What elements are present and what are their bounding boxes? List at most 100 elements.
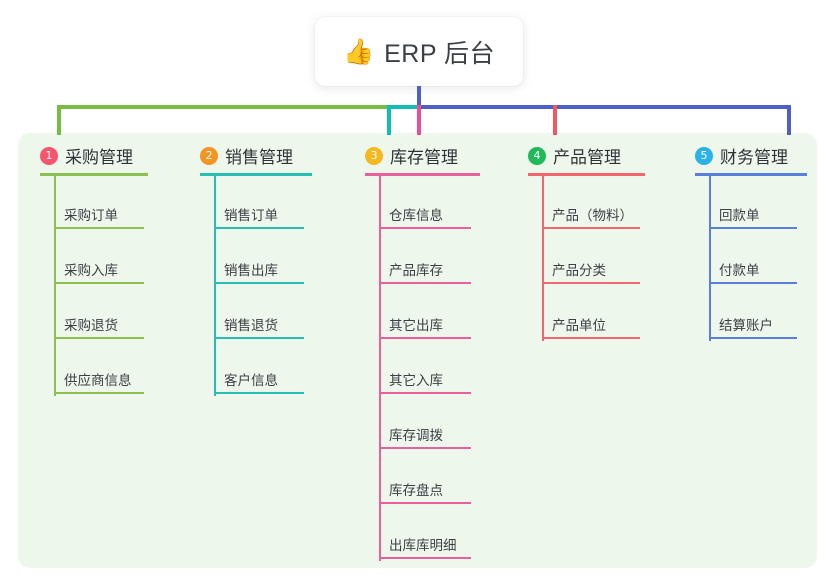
leaf-item[interactable]: 产品单位 bbox=[528, 313, 646, 339]
leaf-item[interactable]: 库存调拨 bbox=[365, 423, 477, 449]
branch-spine-5 bbox=[709, 173, 711, 341]
branch-badge-5: 5 bbox=[695, 146, 713, 165]
leaf-item[interactable]: 销售订单 bbox=[200, 203, 310, 229]
branch-badge-3: 3 bbox=[365, 146, 383, 165]
branch-spine-1 bbox=[54, 173, 56, 396]
leaf-item-label: 产品库存 bbox=[389, 263, 443, 278]
branch-title-4: 产品管理 bbox=[553, 148, 621, 167]
branch-header-1[interactable]: 1 采购管理 bbox=[40, 143, 133, 168]
leaf-item-rule bbox=[379, 282, 471, 284]
leaf-item-rule bbox=[709, 337, 797, 339]
leaf-item-label: 库存盘点 bbox=[389, 483, 443, 498]
branch-header-rule-4 bbox=[528, 173, 645, 176]
leaf-item-label: 产品分类 bbox=[552, 263, 606, 278]
leaf-item-label: 其它出库 bbox=[389, 318, 443, 333]
branch-spine-3 bbox=[379, 173, 381, 561]
branch-header-rule-3 bbox=[365, 173, 480, 176]
branch-header-rule-2 bbox=[200, 173, 312, 176]
branch-title-1: 采购管理 bbox=[65, 148, 133, 167]
leaf-item[interactable]: 产品分类 bbox=[528, 258, 646, 284]
leaf-item-rule bbox=[709, 282, 797, 284]
leaf-item-label: 库存调拨 bbox=[389, 428, 443, 443]
leaf-item-label: 其它入库 bbox=[389, 373, 443, 388]
leaf-item-label: 付款单 bbox=[719, 263, 760, 278]
leaf-item-label: 仓库信息 bbox=[389, 208, 443, 223]
leaf-item[interactable]: 付款单 bbox=[695, 258, 803, 284]
leaf-item[interactable]: 销售出库 bbox=[200, 258, 310, 284]
connector-stub-2 bbox=[387, 105, 391, 135]
leaf-item-rule bbox=[379, 392, 471, 394]
branch-spine-2 bbox=[214, 173, 216, 396]
leaf-item[interactable]: 库存盘点 bbox=[365, 478, 477, 504]
leaf-item-rule bbox=[709, 227, 797, 229]
leaf-item[interactable]: 结算账户 bbox=[695, 313, 803, 339]
leaf-item-rule bbox=[54, 337, 144, 339]
branch-badge-4: 4 bbox=[528, 146, 546, 165]
leaf-item[interactable]: 产品（物料） bbox=[528, 203, 646, 229]
branch-title-3: 库存管理 bbox=[390, 148, 458, 167]
leaf-item-rule bbox=[214, 227, 304, 229]
branches-panel bbox=[18, 133, 817, 568]
branch-spine-4 bbox=[542, 173, 544, 341]
leaf-item[interactable]: 仓库信息 bbox=[365, 203, 477, 229]
leaf-item-rule bbox=[542, 282, 640, 284]
leaf-item[interactable]: 供应商信息 bbox=[40, 368, 150, 394]
branch-header-5[interactable]: 5 财务管理 bbox=[695, 143, 788, 168]
leaf-item-label: 回款单 bbox=[719, 208, 760, 223]
leaf-item-rule bbox=[542, 337, 640, 339]
leaf-item[interactable]: 采购订单 bbox=[40, 203, 150, 229]
leaf-item[interactable]: 采购退货 bbox=[40, 313, 150, 339]
branch-header-rule-5 bbox=[695, 173, 807, 176]
root-node[interactable]: 👍 ERP 后台 bbox=[315, 17, 523, 86]
leaf-item-label: 采购入库 bbox=[64, 263, 118, 278]
leaf-item[interactable]: 销售退货 bbox=[200, 313, 310, 339]
branch-header-2[interactable]: 2 销售管理 bbox=[200, 143, 293, 168]
leaf-item-rule bbox=[379, 227, 471, 229]
leaf-item-rule bbox=[379, 337, 471, 339]
branch-badge-1: 1 bbox=[40, 146, 58, 165]
leaf-item-label: 供应商信息 bbox=[64, 373, 132, 388]
leaf-item-label: 结算账户 bbox=[719, 318, 773, 333]
leaf-item-label: 出库库明细 bbox=[389, 538, 457, 553]
branch-header-rule-1 bbox=[40, 173, 148, 176]
leaf-item-rule bbox=[54, 282, 144, 284]
leaf-item-label: 产品单位 bbox=[552, 318, 606, 333]
leaf-item-label: 销售退货 bbox=[224, 318, 278, 333]
leaf-item-label: 客户信息 bbox=[224, 373, 278, 388]
branch-title-5: 财务管理 bbox=[720, 148, 788, 167]
leaf-item-rule bbox=[379, 502, 471, 504]
leaf-item[interactable]: 其它出库 bbox=[365, 313, 477, 339]
root-node-label: ERP 后台 bbox=[384, 39, 496, 68]
leaf-item-rule bbox=[214, 392, 304, 394]
branch-title-2: 销售管理 bbox=[225, 148, 293, 167]
leaf-item[interactable]: 回款单 bbox=[695, 203, 803, 229]
leaf-item[interactable]: 采购入库 bbox=[40, 258, 150, 284]
leaf-item-rule bbox=[54, 227, 144, 229]
connector-rail-blue bbox=[417, 105, 789, 109]
branch-header-3[interactable]: 3 库存管理 bbox=[365, 143, 458, 168]
leaf-item[interactable]: 客户信息 bbox=[200, 368, 310, 394]
leaf-item-rule bbox=[379, 447, 471, 449]
leaf-item-label: 产品（物料） bbox=[552, 208, 633, 223]
thumbs-up-icon: 👍 bbox=[342, 37, 375, 66]
connector-rail-green bbox=[57, 105, 389, 109]
leaf-item-label: 销售出库 bbox=[224, 263, 278, 278]
leaf-item[interactable]: 产品库存 bbox=[365, 258, 477, 284]
connector-rail-teal bbox=[387, 105, 419, 109]
leaf-item-rule bbox=[214, 282, 304, 284]
leaf-item-label: 销售订单 bbox=[224, 208, 278, 223]
leaf-item[interactable]: 其它入库 bbox=[365, 368, 477, 394]
connector-stub-5 bbox=[787, 105, 791, 135]
leaf-item[interactable]: 出库库明细 bbox=[365, 533, 477, 559]
branch-header-4[interactable]: 4 产品管理 bbox=[528, 143, 621, 168]
leaf-item-rule bbox=[542, 227, 640, 229]
branch-badge-2: 2 bbox=[200, 146, 218, 165]
root-trunk-connector bbox=[417, 86, 421, 108]
leaf-item-label: 采购退货 bbox=[64, 318, 118, 333]
connector-stub-1 bbox=[57, 105, 61, 135]
connector-stub-3 bbox=[417, 105, 421, 135]
leaf-item-rule bbox=[214, 337, 304, 339]
leaf-item-rule bbox=[54, 392, 144, 394]
leaf-item-rule bbox=[379, 557, 471, 559]
